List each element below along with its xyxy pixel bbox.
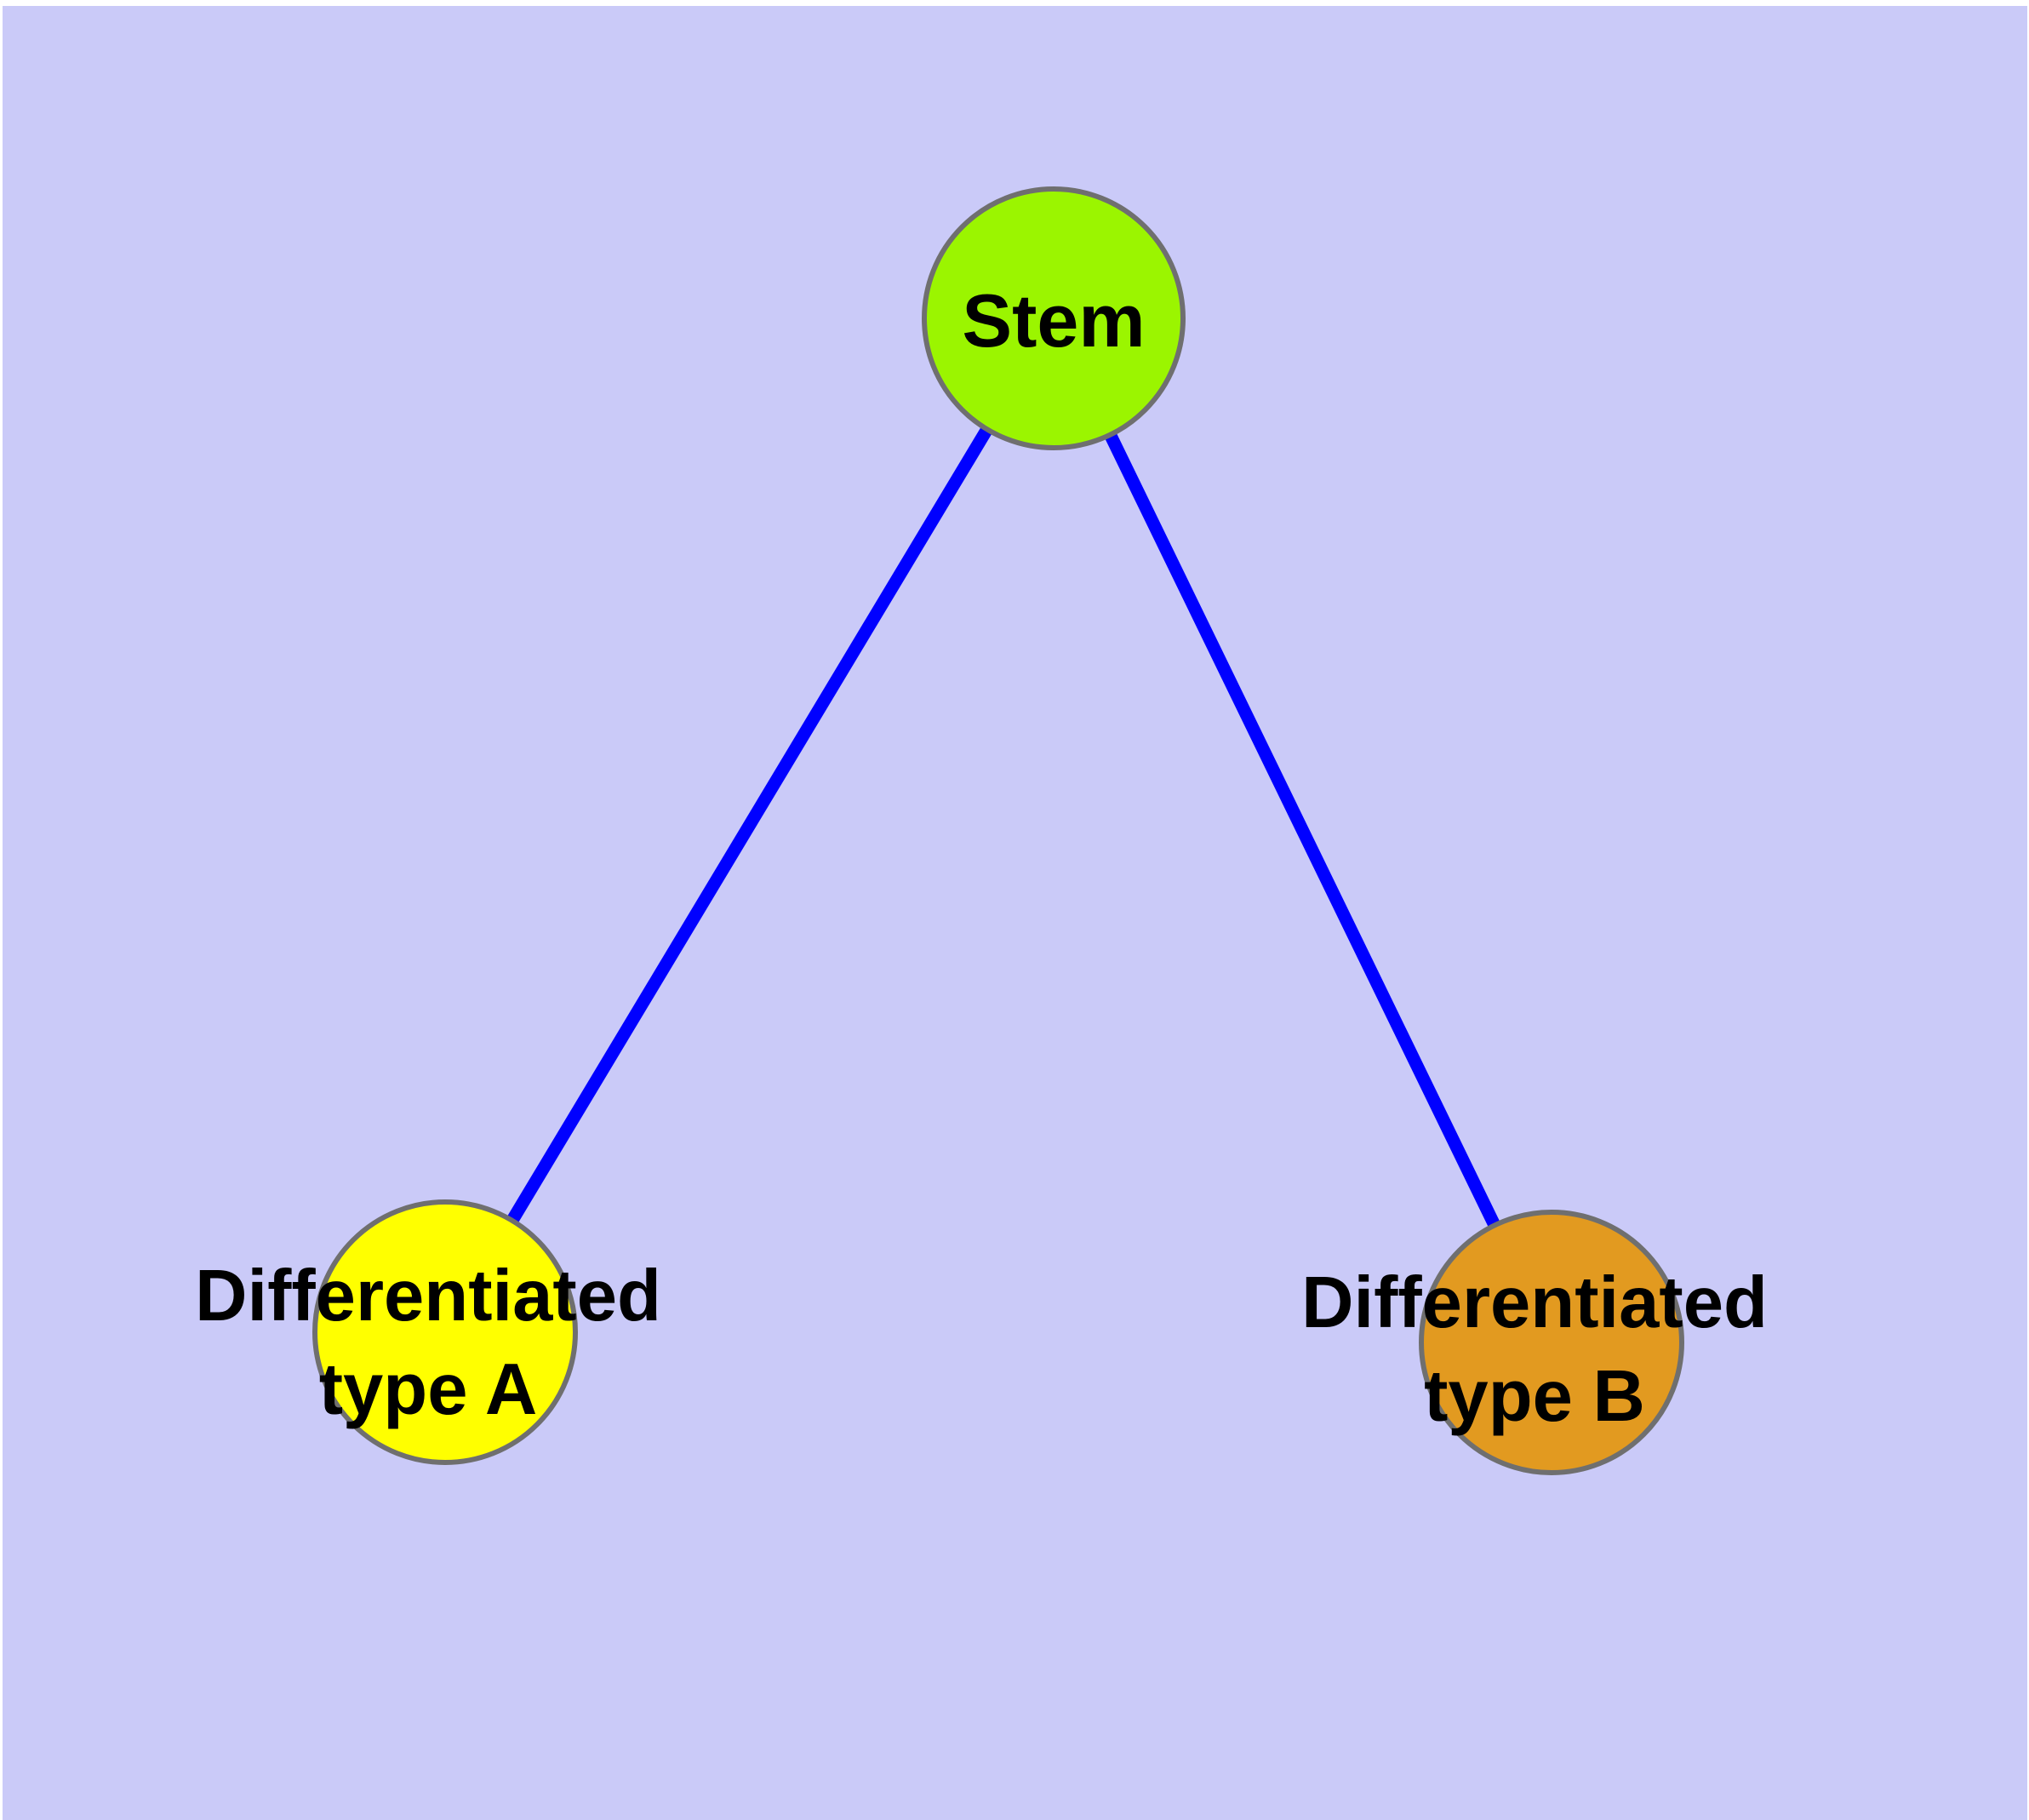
- node-differentiated-type-b-label-line1: Differentiated: [1301, 1262, 1768, 1343]
- edge-stem-to-type-b: [1048, 315, 1557, 1346]
- edge-stem-to-type-a: [439, 315, 1060, 1336]
- node-differentiated-type-a-circle: [312, 1199, 578, 1465]
- node-stem-label: Stem: [962, 278, 1145, 363]
- node-differentiated-type-b-label-line2: type B: [1424, 1356, 1645, 1437]
- node-differentiated-type-b-circle: [1419, 1210, 1684, 1475]
- node-stem-circle: [922, 186, 1186, 450]
- node-differentiated-type-a-label-line1: Differentiated: [195, 1256, 661, 1336]
- node-differentiated-type-a-label-line2: type A: [319, 1349, 538, 1430]
